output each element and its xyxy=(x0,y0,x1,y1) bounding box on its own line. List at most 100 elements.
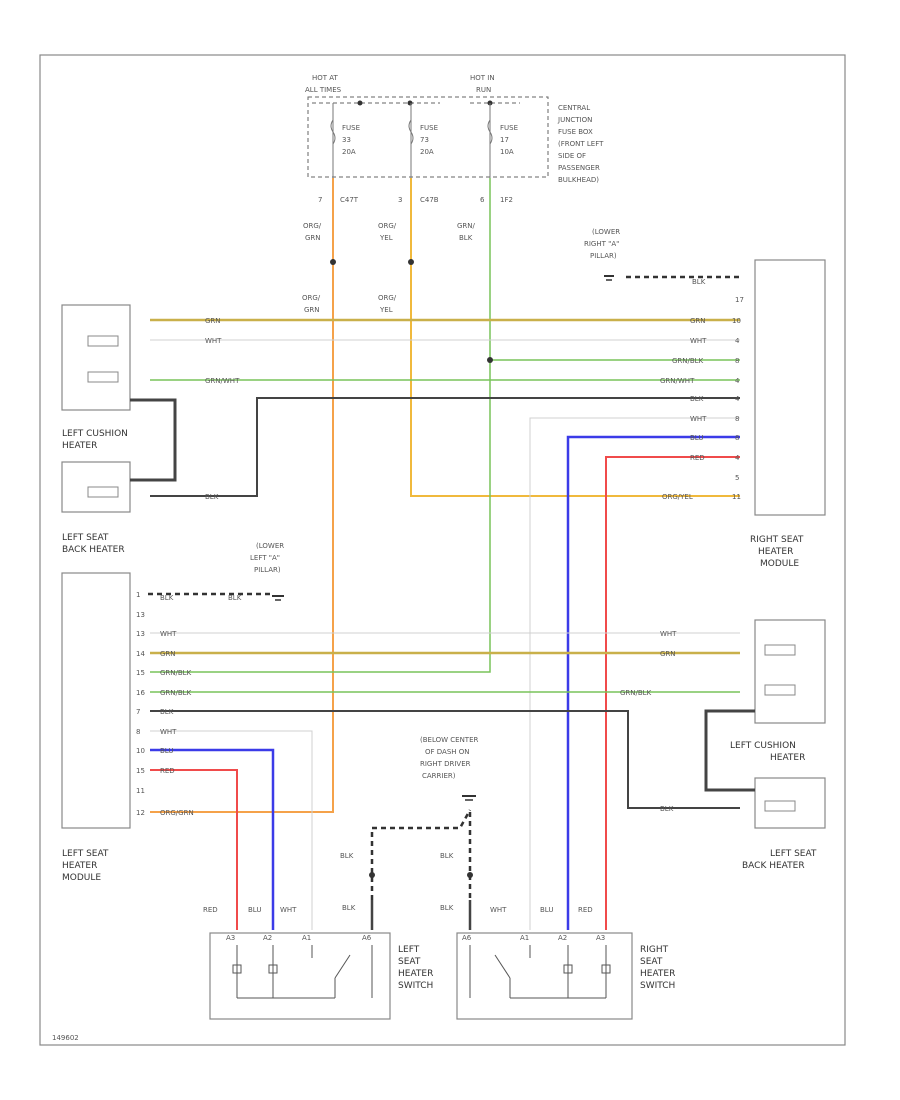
svg-text:A3: A3 xyxy=(596,934,605,942)
splice-dot xyxy=(487,357,493,363)
heater-element-icon xyxy=(87,335,796,812)
wire-label-grn-blk-2: BLK xyxy=(459,234,473,242)
svg-text:PASSENGER: PASSENGER xyxy=(558,164,600,172)
svg-text:SWITCH: SWITCH xyxy=(640,981,675,991)
wire-label-org-yel-2: YEL xyxy=(379,234,393,242)
wire-label-grn-wht: GRN/WHT xyxy=(205,377,240,385)
wire-label-blk: BLK xyxy=(205,493,219,501)
svg-text:15: 15 xyxy=(136,669,145,677)
svg-text:FUSE: FUSE xyxy=(420,124,438,132)
splice-dot xyxy=(330,259,336,265)
svg-text:12: 12 xyxy=(136,809,145,817)
svg-text:RIGHT "A": RIGHT "A" xyxy=(584,240,619,248)
hot-at-label-2: ALL TIMES xyxy=(305,86,342,94)
wire-label-org-yel-mid: ORG/ xyxy=(378,294,397,302)
splice-dot xyxy=(369,872,375,878)
wire-grn-blk xyxy=(150,178,491,673)
ground-icon xyxy=(272,595,284,601)
wire-blu-right xyxy=(566,435,740,930)
ground-center-dash-label: (BELOW CENTER OF DASH ON RIGHT DRIVER CA… xyxy=(420,736,479,780)
svg-text:LEFT "A": LEFT "A" xyxy=(250,554,280,562)
svg-text:11: 11 xyxy=(136,787,145,795)
left-seat-heater-switch-box xyxy=(209,932,391,1020)
wire-label-grn-blk: GRN/ xyxy=(457,222,476,230)
bus-junction-dot xyxy=(357,100,363,106)
svg-text:FUSE: FUSE xyxy=(500,124,518,132)
wire-label-wht-l: WHT xyxy=(160,630,177,638)
fuse-17: FUSE 17 10A 6 1F2 xyxy=(480,103,518,204)
svg-text:(LOWER: (LOWER xyxy=(256,542,284,550)
svg-text:13: 13 xyxy=(136,611,145,619)
left-seat-heater-module-label: LEFT SEAT HEATER MODULE xyxy=(62,849,109,883)
svg-text:4: 4 xyxy=(735,337,740,345)
svg-text:1: 1 xyxy=(136,591,140,599)
svg-text:RIGHT: RIGHT xyxy=(640,945,669,955)
svg-text:15: 15 xyxy=(136,767,145,775)
right-seat-heater-module-box xyxy=(754,259,826,516)
left-seat-back-heater-box xyxy=(61,461,131,513)
wire-label-grn-r: GRN xyxy=(690,317,706,325)
svg-text:10: 10 xyxy=(732,317,741,325)
wire-label-org-grn-mid: ORG/ xyxy=(302,294,321,302)
svg-text:PILLAR): PILLAR) xyxy=(590,252,617,260)
svg-text:HEATER: HEATER xyxy=(770,753,805,763)
svg-text:SEAT: SEAT xyxy=(398,957,421,967)
ground-left-pillar-label: (LOWER LEFT "A" PILLAR) xyxy=(250,542,284,574)
svg-text:17: 17 xyxy=(735,296,744,304)
wire-label-blk-ground-left-2: BLK xyxy=(228,594,242,602)
svg-text:3: 3 xyxy=(398,196,402,204)
wire-label-blk-ground-right: BLK xyxy=(692,278,706,286)
wire-label-grn-l: GRN xyxy=(160,650,176,658)
svg-text:C47B: C47B xyxy=(420,196,439,204)
svg-text:CARRIER): CARRIER) xyxy=(422,772,456,780)
ground-right-pillar-label: (LOWER RIGHT "A" PILLAR) xyxy=(584,228,620,260)
wire-label-blu-l: BLU xyxy=(160,747,173,755)
wire-label-wht: WHT xyxy=(205,337,222,345)
wire-label-blk-ground-left: BLK xyxy=(160,594,174,602)
wire-label-org-grn-mid-2: GRN xyxy=(304,306,320,314)
wire-org-grn xyxy=(150,178,334,813)
svg-text:4: 4 xyxy=(735,395,740,403)
svg-text:FUSE: FUSE xyxy=(342,124,360,132)
right-cushion-heater-box xyxy=(754,619,826,724)
right-switch-internals: A6 A1 A2 A3 xyxy=(462,934,611,999)
junction-box-label: CENTRAL JUNCTION FUSE BOX (FRONT LEFT SI… xyxy=(557,104,604,184)
wire-wht-left xyxy=(150,730,313,930)
svg-text:(FRONT LEFT: (FRONT LEFT xyxy=(558,140,604,148)
svg-text:HEATER: HEATER xyxy=(62,861,97,871)
left-seat-heater-switch-label: LEFT SEAT HEATER SWITCH xyxy=(398,945,433,991)
svg-text:CENTRAL: CENTRAL xyxy=(558,104,590,112)
ground-icon xyxy=(604,275,614,281)
wire-label-org-grn-2: GRN xyxy=(305,234,321,242)
wire-label-org-grn: ORG/ xyxy=(303,222,322,230)
wire-label-wht-rc: WHT xyxy=(660,630,677,638)
wire-label-wht-sw-l: WHT xyxy=(280,906,297,914)
svg-text:HEATER: HEATER xyxy=(398,969,433,979)
svg-text:LEFT: LEFT xyxy=(398,945,420,955)
fuse-73: FUSE 73 20A 3 C47B xyxy=(398,103,439,204)
wire-label-org-yel-mid-2: YEL xyxy=(379,306,393,314)
wire-blk-cushion-back xyxy=(130,398,177,482)
svg-text:(LOWER: (LOWER xyxy=(592,228,620,236)
svg-text:A6: A6 xyxy=(462,934,472,942)
svg-text:8: 8 xyxy=(735,434,739,442)
wire-blu-left xyxy=(150,748,275,930)
wire-label-grn-blk-r: GRN/BLK xyxy=(672,357,704,365)
wire-label-grn-wht-r: GRN/WHT xyxy=(660,377,695,385)
wire-label-grn: GRN xyxy=(205,317,221,325)
svg-text:SEAT: SEAT xyxy=(640,957,663,967)
svg-text:8: 8 xyxy=(735,357,739,365)
svg-text:8: 8 xyxy=(136,728,140,736)
svg-text:LEFT SEAT: LEFT SEAT xyxy=(62,533,109,543)
svg-text:4: 4 xyxy=(735,454,740,462)
svg-text:14: 14 xyxy=(136,650,145,658)
svg-text:FUSE BOX: FUSE BOX xyxy=(558,128,593,136)
svg-text:SWITCH: SWITCH xyxy=(398,981,433,991)
wire-label-grn-blk-l2: GRN/BLK xyxy=(160,689,192,697)
wire-org-yel xyxy=(410,178,740,497)
svg-text:10: 10 xyxy=(136,747,145,755)
svg-text:BACK HEATER: BACK HEATER xyxy=(742,861,805,871)
svg-text:16: 16 xyxy=(136,689,145,697)
wire-label-blk-switch-right-2: BLK xyxy=(440,904,454,912)
